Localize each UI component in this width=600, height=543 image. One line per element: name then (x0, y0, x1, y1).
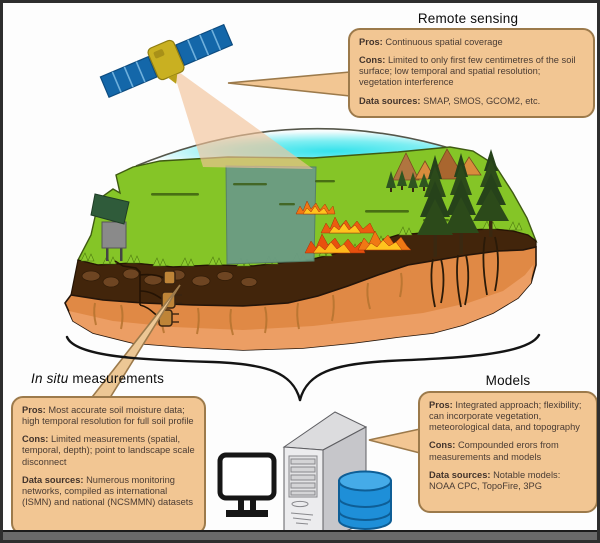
pine-tree (417, 155, 453, 257)
remote-sensing-data-sources: Data sources: SMAP, SMOS, GCOM2, etc. (359, 95, 541, 106)
tree-root-wisps (430, 236, 499, 308)
remote-sensing-pros: Pros: Continuous spatial coverage (359, 37, 503, 47)
models-data-sources: Data sources: Notable models: NOAA CPC, … (429, 469, 561, 491)
remote-sensing-callout: Pros: Continuous spatial coverage Cons: … (348, 28, 595, 118)
remote-sensing-cons: Cons: Limited to only first few centimet… (359, 55, 576, 88)
root-wisps (93, 272, 403, 336)
models-callout: Pros: Integrated approach; flexibility; … (418, 391, 597, 513)
callout-pointer-remote-sensing (228, 72, 350, 96)
callout-pointers (88, 71, 421, 454)
satellite-footprint-swath (225, 165, 317, 265)
subsoil-light-band (69, 265, 533, 350)
models-cons: Cons: Compounded erors from measurements… (429, 440, 559, 462)
models-title: Models (485, 373, 531, 388)
small-pine-trees (386, 170, 429, 192)
in-situ-callout: Pros: Most accurate soil moisture data; … (11, 396, 206, 535)
wildfire-flames (295, 200, 412, 254)
in-situ-data-sources: Data sources: Numerous monitoring networ… (22, 474, 194, 508)
callout-pointer-models (369, 429, 420, 453)
pine-trees (417, 149, 509, 257)
solar-panel (90, 193, 130, 225)
models-pros: Pros: Integrated approach; flexibility; … (429, 400, 582, 433)
satellite-beam (172, 67, 313, 169)
monitoring-station (90, 193, 130, 261)
soil-moisture-diagram-art (64, 23, 541, 540)
pine-tree (473, 149, 509, 237)
in-situ-pros: Pros: Most accurate soil moisture data; … (22, 405, 194, 427)
monitor-icon (217, 452, 277, 517)
curly-brace (65, 333, 541, 402)
database-icon (338, 470, 392, 530)
bottom-bar (3, 530, 597, 540)
in-situ-cons: Cons: Limited measurements (spatial, tem… (22, 434, 195, 467)
computer-cluster (217, 411, 392, 540)
satellite-icon (99, 23, 234, 99)
remote-sensing-title: Remote sensing (417, 11, 519, 26)
pine-tree (443, 153, 479, 254)
in-situ-title: In situ measurements (31, 371, 165, 386)
